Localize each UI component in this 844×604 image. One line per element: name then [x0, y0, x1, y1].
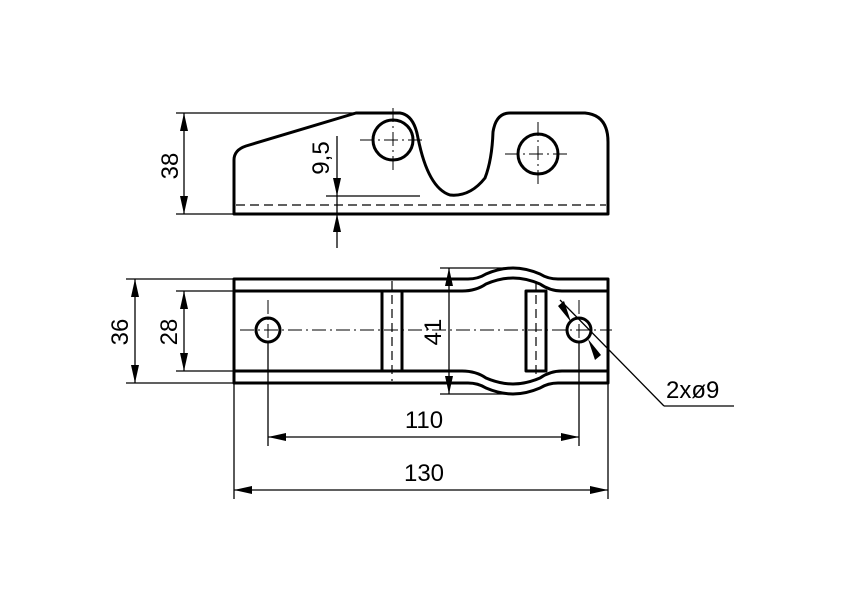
side-view: 38 9,5 [157, 108, 610, 248]
dim-130-arrow-right [590, 486, 608, 494]
dim-28-arrow-bottom [180, 353, 188, 371]
top-view: 36 28 41 110 130 2xø9 [107, 266, 734, 499]
dim-28-arrow-top [180, 291, 188, 309]
dim-130-label: 130 [404, 460, 444, 487]
dim-38-label: 38 [157, 153, 184, 180]
dim-28-label: 28 [156, 319, 183, 346]
dim-holes-leader [559, 299, 665, 407]
dim-41-arrow-top [445, 268, 453, 286]
dim-41-label: 41 [420, 319, 447, 346]
top-inner-line-top [232, 276, 610, 293]
dim-130-arrow-left [234, 486, 252, 494]
dim-holes-arrow-inner [588, 339, 601, 360]
dim-9-5-arrow-bottom [333, 214, 341, 232]
dim-36-arrow-top [131, 279, 139, 297]
dim-36-label: 36 [107, 319, 134, 346]
dim-holes-label: 2xø9 [666, 377, 719, 404]
dim-110-arrow-left [268, 433, 286, 441]
dim-9-5-label: 9,5 [308, 141, 335, 174]
dim-36-arrow-bottom [131, 365, 139, 383]
top-inner-line-bottom [232, 369, 610, 386]
dim-110-arrow-right [561, 433, 579, 441]
dim-9-5-arrow-top [333, 178, 341, 196]
side-view-outline [232, 111, 610, 216]
dim-41-arrow-bottom [445, 376, 453, 394]
dim-holes-arrow-outer [558, 301, 571, 322]
dim-38-arrow-bottom [180, 196, 188, 214]
dim-110-label: 110 [405, 407, 443, 434]
dim-38-arrow-top [180, 113, 188, 131]
